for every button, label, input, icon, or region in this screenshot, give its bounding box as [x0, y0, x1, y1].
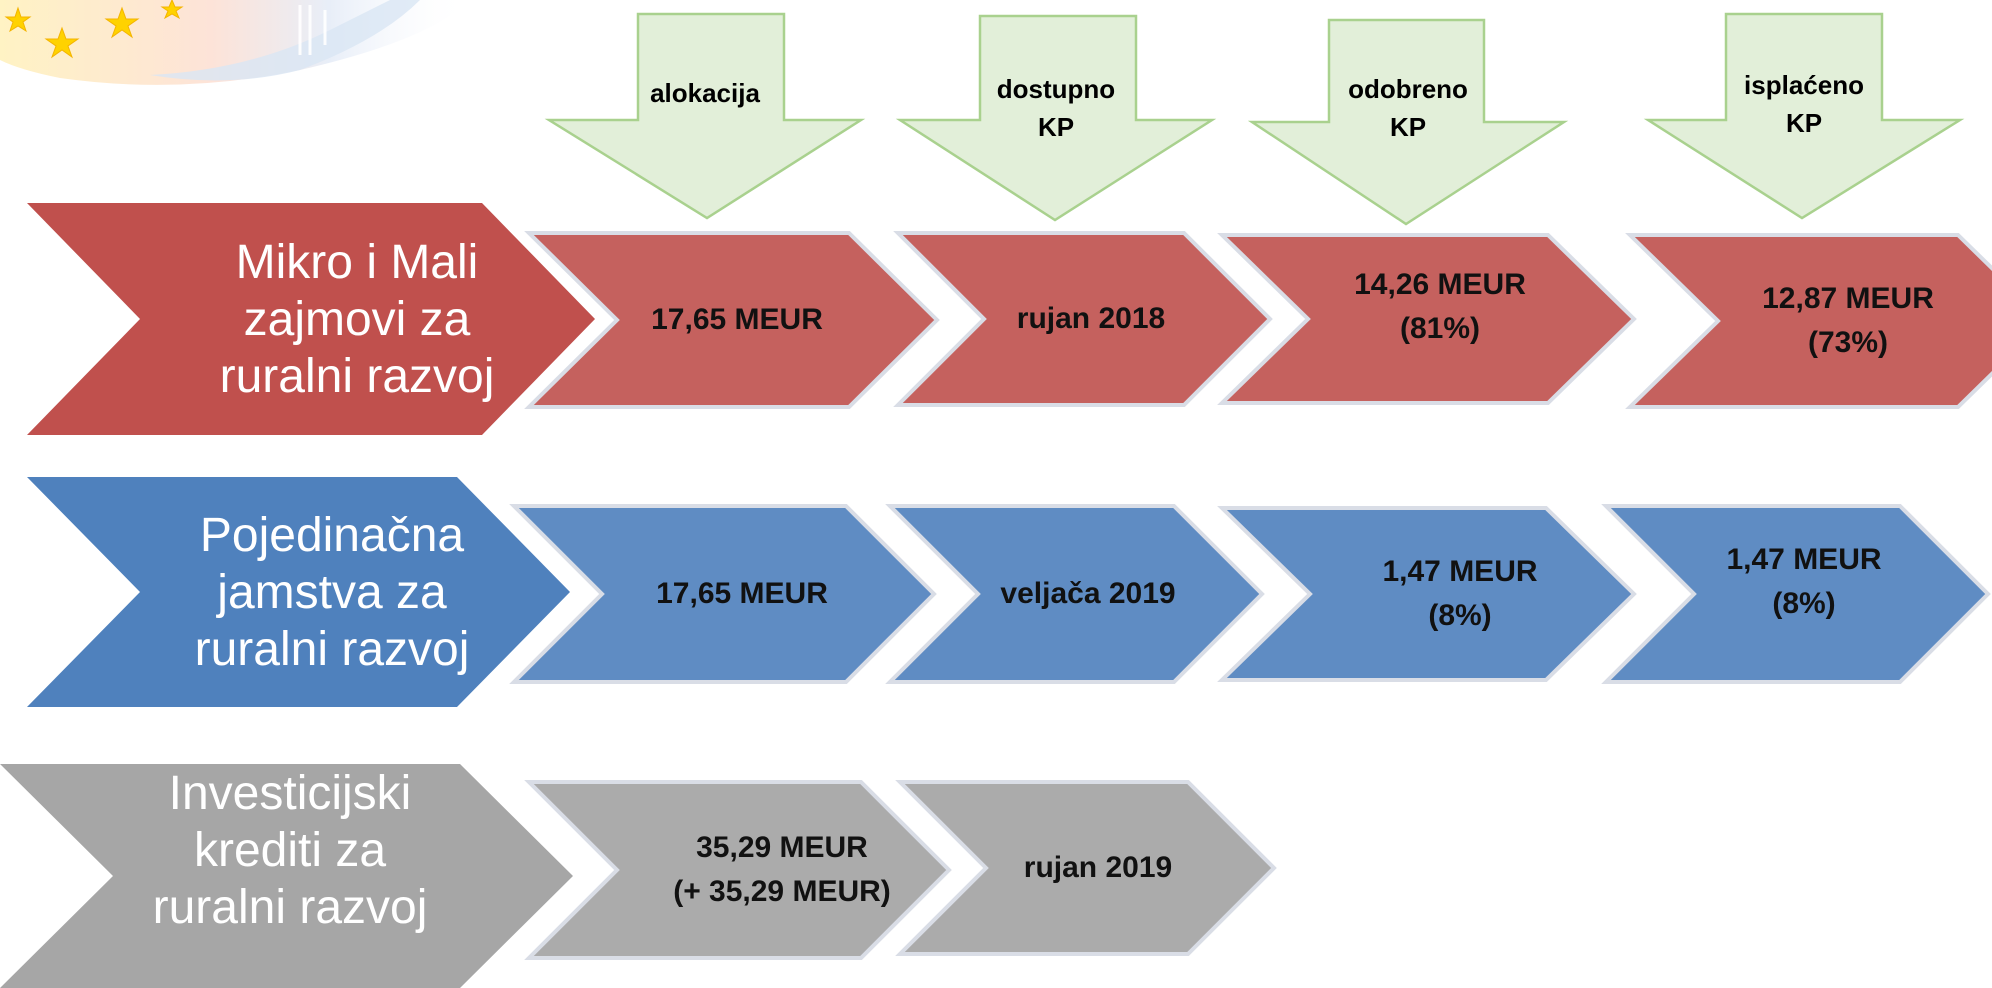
- cell-micro-approved: 14,26 MEUR (81%): [1217, 233, 1637, 405]
- row-header-individual-guarantees: Pojedinačna jamstva za ruralni razvoj: [27, 477, 572, 707]
- column-header-label: alokacija: [650, 78, 760, 108]
- cell-value: 17,65 MEUR: [656, 577, 828, 610]
- cell-guarantees-available: veljača 2019: [885, 504, 1265, 684]
- cell-value: 14,26 MEUR (81%): [1354, 268, 1526, 345]
- star-icon: [44, 26, 80, 59]
- row-header-investment-loans: Investicijski krediti za ruralni razvoj: [0, 764, 575, 988]
- star-icon: [160, 0, 184, 20]
- cell-micro-paid: 12,87 MEUR (73%): [1625, 233, 1992, 409]
- cell-investment-allocation: 35,29 MEUR (+ 35,29 MEUR): [524, 780, 952, 960]
- cell-value: 1,47 MEUR (8%): [1726, 543, 1882, 620]
- cell-value: veljača 2019: [1000, 577, 1176, 610]
- row-header-label: Investicijski krediti za ruralni razvoj: [152, 766, 428, 934]
- cell-value: 17,65 MEUR: [651, 303, 823, 336]
- column-header-approved: odobreno KP: [1247, 18, 1569, 228]
- cell-value: rujan 2019: [1023, 851, 1173, 884]
- row-header-label: Pojedinačna jamstva za ruralni razvoj: [194, 508, 470, 676]
- column-header-label: odobreno KP: [1348, 74, 1468, 142]
- column-header-label: dostupno KP: [996, 74, 1116, 142]
- row-header-label: Mikro i Mali zajmovi za ruralni razvoj: [219, 235, 495, 403]
- cell-value: 35,29 MEUR (+ 35,29 MEUR): [673, 831, 891, 908]
- cell-micro-allocation: 17,65 MEUR: [524, 231, 940, 409]
- star-icon: [104, 6, 140, 39]
- cell-guarantees-paid: 1,47 MEUR (8%): [1601, 504, 1991, 684]
- eu-logo: [0, 0, 500, 90]
- cell-investment-available: rujan 2019: [895, 780, 1277, 956]
- column-header-label: isplaćeno KP: [1744, 70, 1864, 138]
- column-header-paid: isplaćeno KP: [1643, 12, 1965, 222]
- row-header-micro-small-loans: Mikro i Mali zajmovi za ruralni razvoj: [27, 203, 597, 435]
- column-header-available: dostupno KP: [895, 14, 1217, 224]
- cell-value: 12,87 MEUR (73%): [1762, 282, 1934, 359]
- cell-value: 1,47 MEUR (8%): [1382, 555, 1538, 632]
- cell-value: rujan 2018: [1016, 302, 1166, 335]
- column-header-allocation: alokacija: [544, 12, 866, 222]
- cell-guarantees-approved: 1,47 MEUR (8%): [1217, 506, 1637, 682]
- cell-guarantees-allocation: 17,65 MEUR: [509, 504, 937, 684]
- cell-micro-available: rujan 2018: [893, 231, 1273, 407]
- star-icon: [4, 6, 32, 33]
